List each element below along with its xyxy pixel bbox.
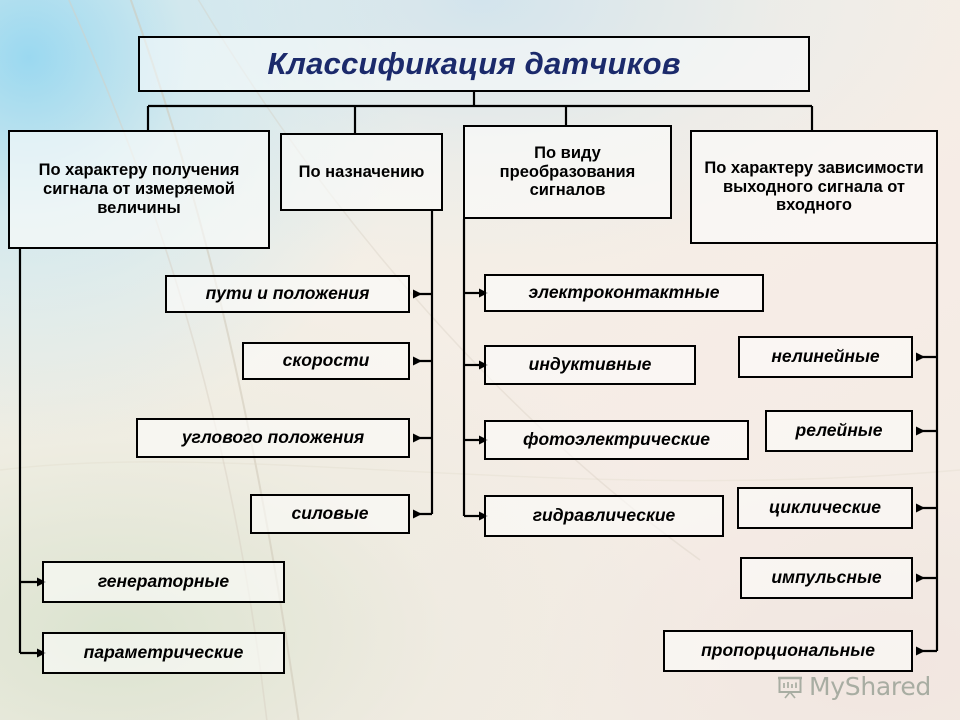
leaf-box-acquisition-1[interactable]: параметрические [42, 632, 285, 674]
leaf-box-acquisition-0[interactable]: генераторные [42, 561, 285, 603]
leaf-box-conversion-0[interactable]: электроконтактные [484, 274, 764, 312]
leaf-label: генераторные [97, 571, 230, 592]
leaf-label: гидравлические [532, 505, 676, 526]
category-label: По характеру зависимости выходного сигна… [704, 158, 924, 215]
leaf-label: фотоэлектрические [523, 429, 710, 450]
leaf-label: циклические [768, 497, 882, 518]
leaf-box-conversion-1[interactable]: индуктивные [484, 345, 696, 385]
leaf-box-dependence-1[interactable]: релейные [765, 410, 913, 452]
leaf-label: электроконтактные [528, 282, 720, 303]
leaf-label: пропорциональные [701, 640, 875, 661]
category-box-acquisition[interactable]: По характеру получения сигнала от измеря… [8, 130, 270, 249]
leaf-box-conversion-3[interactable]: гидравлические [484, 495, 724, 537]
watermark: MyShared [776, 672, 931, 701]
leaf-label: релейные [795, 420, 883, 441]
leaf-box-dependence-3[interactable]: импульсные [740, 557, 913, 599]
category-box-conversion[interactable]: По виду преобразования сигналов [463, 125, 672, 219]
watermark-text: MyShared [809, 672, 931, 701]
leaf-box-dependence-4[interactable]: пропорциональные [663, 630, 913, 672]
leaf-box-conversion-2[interactable]: фотоэлектрические [484, 420, 749, 460]
category-box-dependence[interactable]: По характеру зависимости выходного сигна… [690, 130, 938, 244]
category-label: По характеру получения сигнала от измеря… [38, 161, 240, 217]
leaf-box-purpose-3[interactable]: силовые [250, 494, 410, 534]
leaf-label: пути и положения [205, 283, 370, 304]
leaf-box-purpose-0[interactable]: пути и положения [165, 275, 410, 313]
leaf-label: импульсные [771, 567, 882, 588]
diagram-title-box: Классификация датчиков [138, 36, 810, 92]
leaf-label: скорости [282, 350, 370, 371]
category-label: По назначению [298, 162, 425, 181]
leaf-box-dependence-0[interactable]: нелинейные [738, 336, 913, 378]
leaf-box-dependence-2[interactable]: циклические [737, 487, 913, 529]
leaf-box-purpose-2[interactable]: углового положения [136, 418, 410, 458]
category-box-purpose[interactable]: По назначению [280, 133, 443, 211]
leaf-label: углового положения [181, 427, 365, 448]
leaf-label: нелинейные [771, 346, 880, 367]
leaf-box-purpose-1[interactable]: скорости [242, 342, 410, 380]
leaf-label: индуктивные [528, 354, 652, 375]
page-title: Классификация датчиков [267, 46, 681, 82]
leaf-label: силовые [291, 503, 369, 524]
leaf-label: параметрические [83, 642, 244, 663]
presentation-screen-icon [778, 676, 802, 699]
category-label: По виду преобразования сигналов [499, 143, 636, 200]
